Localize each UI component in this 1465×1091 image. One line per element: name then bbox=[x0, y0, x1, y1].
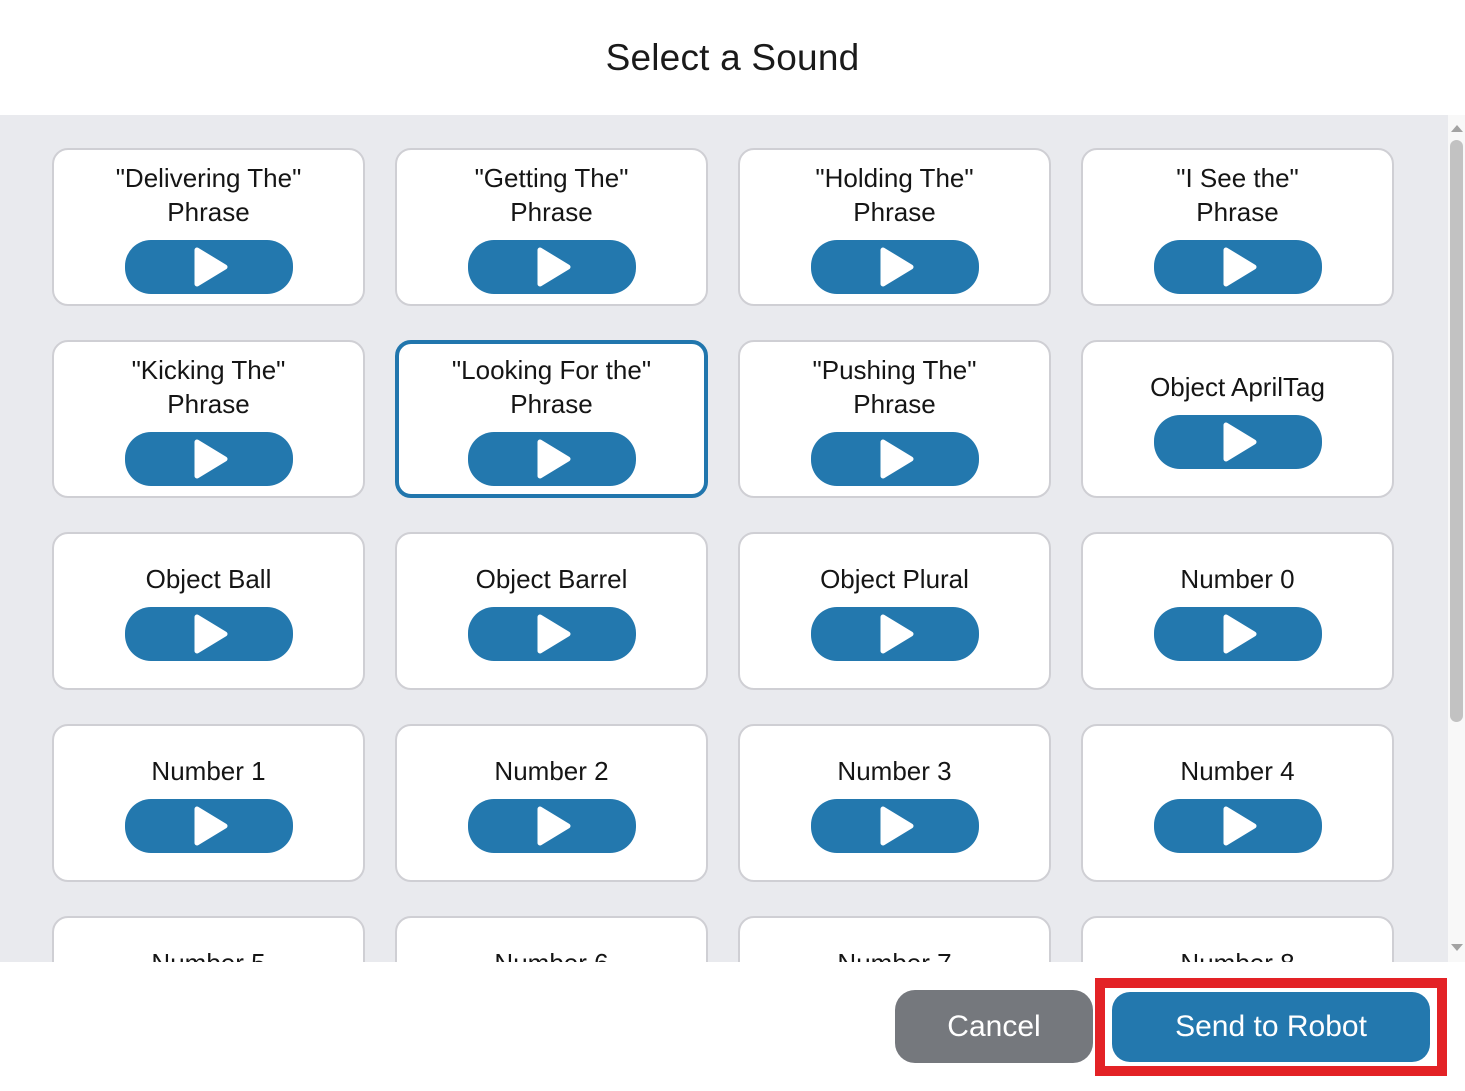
sound-card-label: "Getting The" Phrase bbox=[474, 162, 629, 227]
sound-card[interactable]: Object Plural bbox=[738, 532, 1051, 690]
sound-card[interactable]: "Getting The" Phrase bbox=[395, 148, 708, 306]
play-icon bbox=[190, 614, 228, 654]
sound-card[interactable]: "Looking For the" Phrase bbox=[395, 340, 708, 498]
sound-card-label: "Delivering The" Phrase bbox=[115, 162, 302, 227]
sound-card-label: Number 0 bbox=[1180, 563, 1295, 594]
sound-card[interactable]: "Pushing The" Phrase bbox=[738, 340, 1051, 498]
play-icon bbox=[1219, 614, 1257, 654]
play-sound-button[interactable] bbox=[1153, 798, 1322, 853]
sound-card[interactable]: Number 4 bbox=[1081, 724, 1394, 882]
sound-card[interactable]: "Holding The" Phrase bbox=[738, 148, 1051, 306]
sound-card-label: Number 6 bbox=[494, 946, 608, 963]
play-sound-button[interactable] bbox=[124, 431, 293, 486]
play-icon bbox=[876, 247, 914, 287]
sound-card[interactable]: Object Barrel bbox=[395, 532, 708, 690]
sound-card-label: Number 2 bbox=[494, 755, 609, 786]
play-sound-button[interactable] bbox=[467, 798, 636, 853]
sound-card[interactable]: Number 8 bbox=[1081, 916, 1394, 962]
play-icon bbox=[1219, 806, 1257, 846]
play-icon bbox=[1219, 422, 1257, 462]
play-icon bbox=[533, 439, 571, 479]
sound-grid: "Delivering The" Phrase "Getting The" Ph… bbox=[0, 115, 1448, 962]
play-icon bbox=[533, 806, 571, 846]
play-sound-button[interactable] bbox=[124, 798, 293, 853]
play-sound-button[interactable] bbox=[1153, 606, 1322, 661]
play-sound-button[interactable] bbox=[467, 431, 636, 486]
play-sound-button[interactable] bbox=[810, 606, 979, 661]
play-icon bbox=[533, 247, 571, 287]
play-icon bbox=[876, 614, 914, 654]
scrollbar[interactable] bbox=[1448, 115, 1465, 962]
play-sound-button[interactable] bbox=[124, 239, 293, 294]
scrollbar-thumb[interactable] bbox=[1450, 140, 1463, 722]
sound-card[interactable]: Number 6 bbox=[395, 916, 708, 962]
sound-card-label: Number 5 bbox=[151, 946, 265, 963]
send-to-robot-annotation-highlight: Send to Robot bbox=[1095, 977, 1447, 1076]
scrollbar-up-icon[interactable] bbox=[1448, 120, 1465, 137]
play-sound-button[interactable] bbox=[467, 606, 636, 661]
dialog-footer: Cancel Send to Robot bbox=[0, 962, 1465, 1091]
play-icon bbox=[876, 439, 914, 479]
sound-card-label: "I See the" Phrase bbox=[1176, 162, 1299, 227]
sound-card[interactable]: Number 7 bbox=[738, 916, 1051, 962]
sound-card[interactable]: Number 5 bbox=[52, 916, 365, 962]
sound-card-label: Object Ball bbox=[145, 563, 272, 594]
sound-card[interactable]: "Kicking The" Phrase bbox=[52, 340, 365, 498]
sound-card[interactable]: Number 2 bbox=[395, 724, 708, 882]
play-sound-button[interactable] bbox=[810, 431, 979, 486]
send-to-robot-button[interactable]: Send to Robot bbox=[1112, 991, 1430, 1062]
play-sound-button[interactable] bbox=[810, 239, 979, 294]
play-icon bbox=[190, 439, 228, 479]
cancel-button[interactable]: Cancel bbox=[895, 990, 1093, 1063]
sound-card-label: Object Plural bbox=[820, 563, 969, 594]
sound-card-label: "Kicking The" Phrase bbox=[131, 354, 286, 419]
play-icon bbox=[190, 806, 228, 846]
play-icon bbox=[1219, 247, 1257, 287]
play-icon bbox=[533, 614, 571, 654]
play-sound-button[interactable] bbox=[124, 606, 293, 661]
dialog-header: Select a Sound bbox=[0, 0, 1465, 115]
sound-card[interactable]: Object Ball bbox=[52, 532, 365, 690]
sound-card-label: "Looking For the" Phrase bbox=[451, 354, 652, 419]
sound-card[interactable]: Number 3 bbox=[738, 724, 1051, 882]
sound-card-label: Number 4 bbox=[1180, 755, 1295, 786]
play-sound-button[interactable] bbox=[1153, 239, 1322, 294]
sound-card-label: Number 8 bbox=[1180, 946, 1294, 963]
play-sound-button[interactable] bbox=[467, 239, 636, 294]
sound-card-label: Number 7 bbox=[837, 946, 951, 963]
sound-card-label: Number 3 bbox=[837, 755, 952, 786]
sound-card-label: Object Barrel bbox=[475, 563, 628, 594]
sound-card-label: Object AprilTag bbox=[1150, 371, 1325, 402]
play-icon bbox=[876, 806, 914, 846]
sound-card[interactable]: Number 1 bbox=[52, 724, 365, 882]
sound-card[interactable]: Object AprilTag bbox=[1081, 340, 1394, 498]
sound-card-label: "Pushing The" Phrase bbox=[812, 354, 977, 419]
play-icon bbox=[190, 247, 228, 287]
sound-card-label: "Holding The" Phrase bbox=[815, 162, 974, 227]
dialog-title: Select a Sound bbox=[605, 36, 860, 78]
dialog-content: "Delivering The" Phrase "Getting The" Ph… bbox=[0, 115, 1465, 962]
sound-card[interactable]: "I See the" Phrase bbox=[1081, 148, 1394, 306]
sound-card[interactable]: "Delivering The" Phrase bbox=[52, 148, 365, 306]
sound-card-label: Number 1 bbox=[151, 755, 266, 786]
play-sound-button[interactable] bbox=[1153, 414, 1322, 469]
play-sound-button[interactable] bbox=[810, 798, 979, 853]
scrollbar-down-icon[interactable] bbox=[1448, 939, 1465, 956]
sound-card[interactable]: Number 0 bbox=[1081, 532, 1394, 690]
